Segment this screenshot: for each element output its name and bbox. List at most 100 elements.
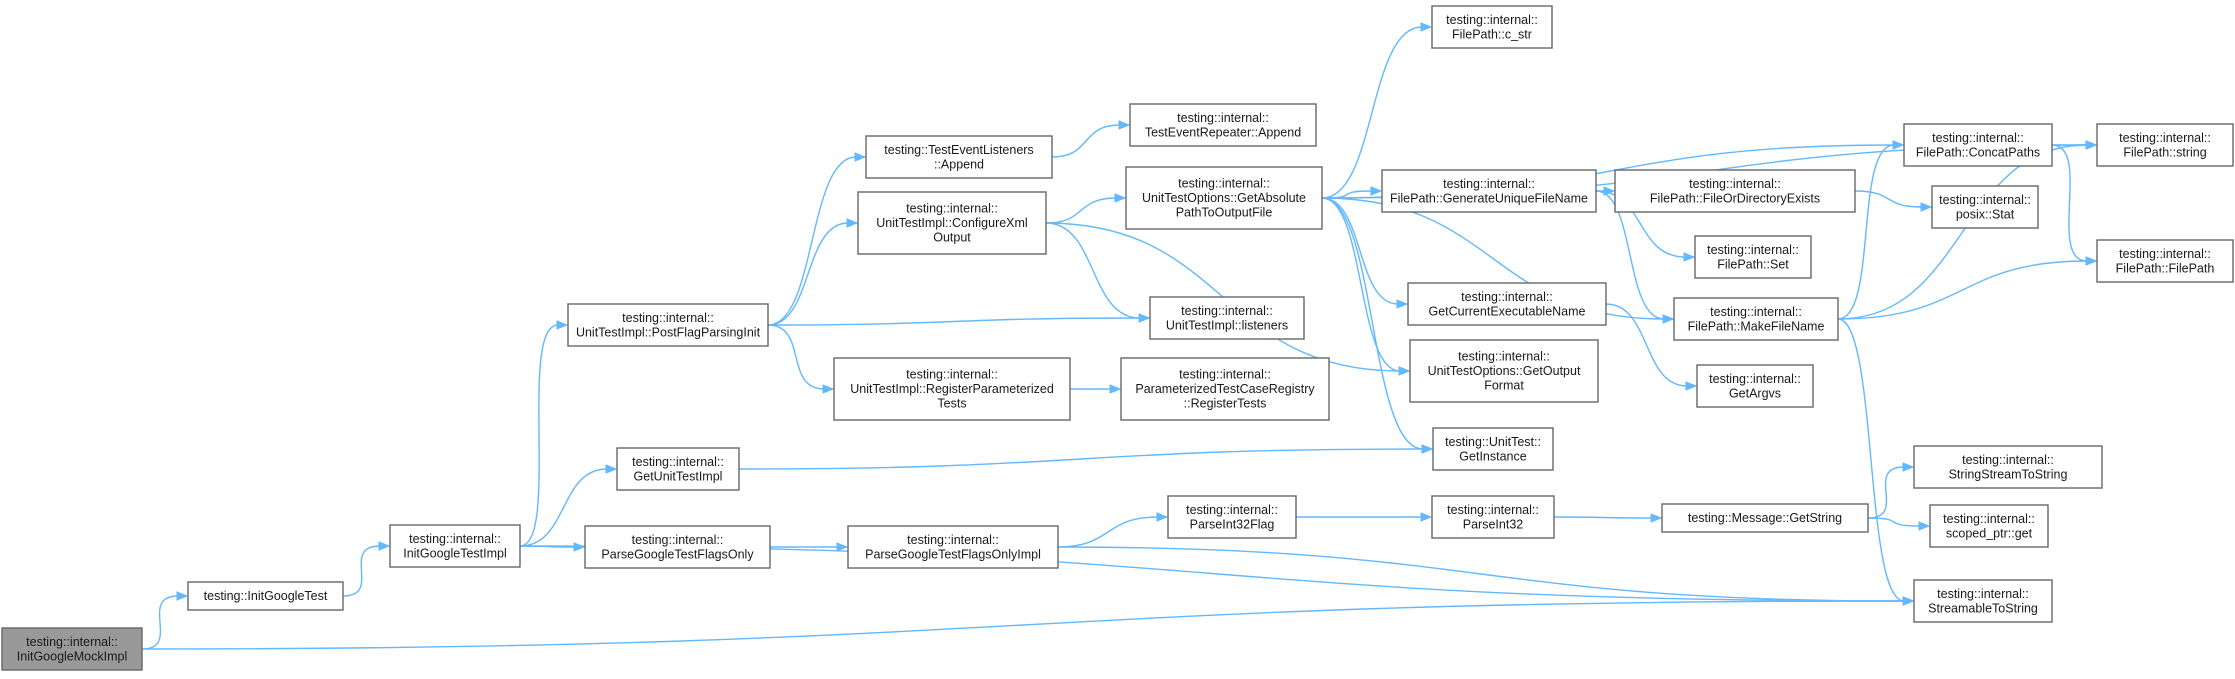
- node-fileordirectoryexists[interactable]: testing::internal::FilePath::FileOrDirec…: [1614, 169, 1856, 213]
- node-getabsolutepathtooutputfile[interactable]: testing::internal::UnitTestOptions::GetA…: [1125, 166, 1323, 230]
- node-label-line: testing::internal::: [1709, 372, 1801, 386]
- node-label-line: testing::internal::: [2119, 131, 2211, 145]
- node-initgoogletestimpl[interactable]: testing::internal::InitGoogleTestImpl: [389, 524, 521, 568]
- node-stringstreamtostring[interactable]: testing::internal::StringStreamToString: [1913, 445, 2103, 489]
- edge-line: [1045, 222, 1141, 319]
- edge-initgoogletest-to-initgoogletestimpl: [342, 541, 391, 597]
- node-c-str[interactable]: testing::internal::FilePath::c_str: [1431, 5, 1553, 49]
- node-getoutputformat[interactable]: testing::internal::UnitTestOptions::GetO…: [1409, 339, 1599, 403]
- node-box: [1120, 357, 1330, 421]
- node-getunittestimpl[interactable]: testing::internal::GetUnitTestImpl: [616, 447, 740, 491]
- node-getstring[interactable]: testing::Message::GetString: [1661, 503, 1869, 533]
- node-box: [2096, 123, 2234, 167]
- edge-line: [1595, 190, 1665, 320]
- edge-line: [2051, 144, 2088, 262]
- node-parsegoogletestflagsonlyimpl[interactable]: testing::internal::ParseGoogleTestFlagsO…: [847, 525, 1059, 569]
- node-testeventrepeaterappend[interactable]: testing::internal::TestEventRepeater::Ap…: [1129, 103, 1317, 147]
- node-label-line: testing::internal::: [409, 532, 501, 546]
- edge-line: [519, 468, 608, 547]
- node-box: [187, 581, 344, 611]
- edge-line: [767, 156, 857, 326]
- edge-getstring-to-scoped-ptr-get: [1867, 517, 1931, 531]
- node-registertests[interactable]: testing::internal::ParameterizedTestCase…: [1120, 357, 1330, 421]
- node-label-line: ParseGoogleTestFlagsOnly: [601, 547, 754, 561]
- node-configurexmloutput[interactable]: testing::internal::UnitTestImpl::Configu…: [857, 191, 1047, 255]
- node-parseint32flag[interactable]: testing::internal::ParseInt32Flag: [1167, 495, 1297, 539]
- node-set[interactable]: testing::internal::FilePath::Set: [1694, 235, 1812, 279]
- node-label-line: testing::internal::: [1939, 193, 2031, 207]
- edge-generateuniquefilename-to-set: [1595, 190, 1696, 262]
- edge-makefilename-to-streamabletostring: [1837, 318, 1915, 606]
- node-label-line: StreamableToString: [1928, 601, 2038, 615]
- node-filepath-filepath[interactable]: testing::internal::FilePath::FilePath: [2096, 239, 2234, 283]
- node-streamabletostring[interactable]: testing::internal::StreamableToString: [1913, 579, 2053, 623]
- node-label-line: UnitTestImpl::PostFlagParsingInit: [576, 325, 761, 339]
- node-box: [1696, 364, 1814, 408]
- edge-line: [519, 324, 559, 547]
- edge-arrowhead: [1902, 462, 1915, 472]
- node-label-line: UnitTestOptions::GetOutput: [1428, 364, 1581, 378]
- node-filepath-string[interactable]: testing::internal::FilePath::string: [2096, 123, 2234, 167]
- node-box: [616, 447, 740, 491]
- node-label-line: testing::internal::: [1461, 290, 1553, 304]
- node-label-line: UnitTestImpl::RegisterParameterized: [850, 382, 1054, 396]
- node-registerparameterizedtests[interactable]: testing::internal::UnitTestImpl::Registe…: [833, 357, 1071, 421]
- node-label-line: UnitTestOptions::GetAbsolute: [1142, 191, 1306, 205]
- edge-arrowhead: [1920, 202, 1933, 212]
- node-label-line: Output: [933, 231, 971, 245]
- edge-line: [767, 222, 849, 326]
- edge-line: [1553, 516, 1653, 519]
- node-box: [865, 135, 1053, 179]
- node-box: [1409, 339, 1599, 403]
- node-label-line: ::Append: [934, 157, 984, 171]
- node-getargvs[interactable]: testing::internal::GetArgvs: [1696, 364, 1814, 408]
- node-label-line: testing::internal::: [26, 635, 118, 649]
- node-label-line: FilePath::FilePath: [2116, 261, 2215, 275]
- node-label-line: testing::UnitTest::: [1445, 435, 1541, 449]
- node-label-line: FilePath::MakeFileName: [1688, 319, 1825, 333]
- node-label-line: testing::Message::GetString: [1688, 511, 1842, 525]
- node-box: [1125, 166, 1323, 230]
- node-box: [1929, 504, 2049, 548]
- edge-parsegoogletestflagsonly-to-parsegoogletestflagsonlyimpl: [770, 542, 849, 552]
- node-listeners[interactable]: testing::internal::UnitTestImpl::listene…: [1149, 296, 1305, 340]
- edge-initgoogletestimpl-to-postflagparsinginit: [519, 320, 569, 547]
- node-parseint32[interactable]: testing::internal::ParseInt32: [1431, 495, 1555, 539]
- edge-arrowhead: [2085, 256, 2098, 266]
- node-box: [1614, 169, 1856, 213]
- node-box: [584, 525, 771, 569]
- node-generateuniquefilename[interactable]: testing::internal::FilePath::GenerateUni…: [1381, 169, 1597, 213]
- node-box: [1903, 123, 2053, 167]
- edge-arrowhead: [1398, 366, 1411, 376]
- edge-arrowhead: [573, 542, 586, 552]
- edge-arrowhead: [1370, 186, 1383, 196]
- node-parsegoogletestflagsonly[interactable]: testing::internal::ParseGoogleTestFlagsO…: [584, 525, 771, 569]
- edge-arrowhead: [1156, 512, 1169, 522]
- edge-getabsolutepathtooutputfile-to-getcurrentexecutablename: [1321, 197, 1409, 309]
- node-getinstance[interactable]: testing::UnitTest::GetInstance: [1432, 427, 1554, 471]
- node-label-line: testing::internal::: [1707, 243, 1799, 257]
- node-initgoogletest[interactable]: testing::InitGoogleTest: [187, 581, 344, 611]
- node-label-line: GetCurrentExecutableName: [1428, 304, 1585, 318]
- node-box: [1913, 579, 2053, 623]
- node-postflagparsinginit[interactable]: testing::internal::UnitTestImpl::PostFla…: [567, 303, 769, 347]
- edge-arrowhead: [1662, 314, 1675, 324]
- node-scoped-ptr-get[interactable]: testing::internal::scoped_ptr::get: [1929, 504, 2049, 548]
- edge-arrowhead: [1421, 444, 1434, 454]
- node-makefilename[interactable]: testing::internal::FilePath::MakeFileNam…: [1673, 297, 1839, 341]
- edge-arrowhead: [1892, 140, 1905, 150]
- node-initgooglemockimpl[interactable]: testing::internal::InitGoogleMockImpl: [1, 627, 143, 671]
- node-label-line: testing::internal::: [1181, 304, 1273, 318]
- node-box: [567, 303, 769, 347]
- node-label-line: Format: [1484, 379, 1524, 393]
- node-testeventlistenersappend[interactable]: testing::TestEventListeners::Append: [865, 135, 1053, 179]
- node-concatpaths[interactable]: testing::internal::FilePath::ConcatPaths: [1903, 123, 2053, 167]
- node-getcurrentexecutablename[interactable]: testing::internal::GetCurrentExecutableN…: [1407, 282, 1607, 326]
- edge-line: [1837, 144, 2088, 320]
- node-stat[interactable]: testing::internal::posix::Stat: [1931, 185, 2039, 229]
- edge-line: [1595, 190, 1686, 258]
- edge-postflagparsinginit-to-testeventlistenersappend: [767, 152, 867, 326]
- node-label-line: testing::internal::: [1446, 13, 1538, 27]
- node-label-line: testing::internal::: [1932, 131, 2024, 145]
- edge-line: [141, 595, 179, 650]
